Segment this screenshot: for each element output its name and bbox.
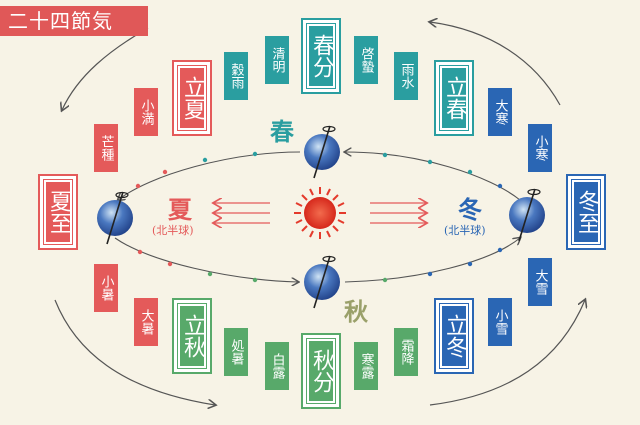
term-soko: 霜降 <box>394 328 418 376</box>
season-sub-summer: (北半球) <box>152 224 194 237</box>
earth-icon-summer <box>97 191 133 245</box>
outer-arc-bottom-right <box>429 300 585 406</box>
orbit-markers <box>135 151 503 283</box>
term-shubun: 秋分 <box>303 335 339 407</box>
diagram-title: 二十四節気 <box>0 6 148 36</box>
term-kanro: 寒露 <box>354 342 378 390</box>
term-risshu: 立秋 <box>174 300 210 372</box>
season-label-spring: 春 <box>270 117 294 146</box>
term-risshun: 立春 <box>436 62 472 134</box>
term-ritto: 立冬 <box>436 300 472 372</box>
term-taisho: 大暑 <box>134 298 158 346</box>
season-label-winter: 冬 <box>458 195 482 224</box>
term-geshi: 夏至 <box>40 176 76 248</box>
term-boshu: 芒種 <box>94 124 118 172</box>
term-shosho: 小暑 <box>94 264 118 312</box>
sun-ray-arrow-icon-left <box>214 203 270 223</box>
term-rikka: 立夏 <box>174 62 210 134</box>
sun-ray-arrow-icon-right <box>370 203 426 223</box>
orbit-spring-to-summer <box>118 151 301 200</box>
term-kokuu: 穀雨 <box>224 52 248 100</box>
term-shosho2: 処暑 <box>224 328 248 376</box>
term-toji: 冬至 <box>568 176 604 248</box>
term-usui: 雨水 <box>394 52 418 100</box>
season-sub-winter: (北半球) <box>444 224 486 237</box>
orbit-autumn-to-winter <box>344 238 520 283</box>
term-seimei: 清明 <box>265 36 289 84</box>
term-daikan: 大寒 <box>488 88 512 136</box>
earth-icon-spring <box>304 125 340 179</box>
earth-icon-winter <box>509 188 545 242</box>
sun-icon <box>294 187 346 239</box>
term-shoman: 小満 <box>134 88 158 136</box>
term-shosetsu: 小雪 <box>488 298 512 346</box>
season-label-autumn: 秋 <box>344 297 368 326</box>
term-shunbun: 春分 <box>303 20 339 92</box>
term-taisetsu: 大雪 <box>528 258 552 306</box>
orbit-summer-to-autumn <box>114 237 298 282</box>
term-shokan: 小寒 <box>528 124 552 172</box>
term-keichitsu: 啓蟄 <box>354 36 378 84</box>
outer-arc-bottom-left <box>54 299 215 405</box>
term-hakuro: 白露 <box>265 342 289 390</box>
season-label-summer: 夏 <box>168 195 192 224</box>
outer-arc-top-right <box>430 22 561 106</box>
orbit-winter-to-spring <box>345 152 521 201</box>
earth-icon-autumn <box>304 255 340 309</box>
